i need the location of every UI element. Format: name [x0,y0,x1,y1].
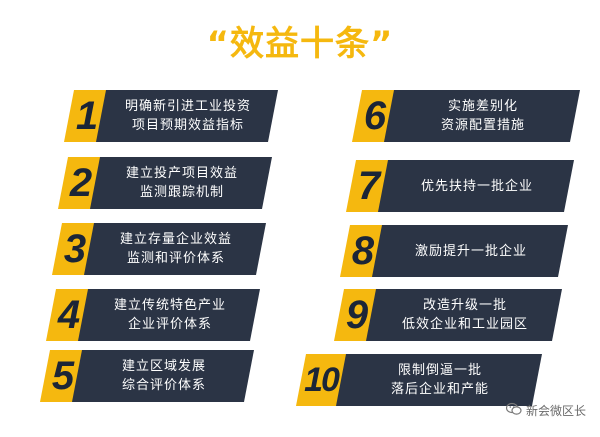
item-number: 5 [51,354,75,398]
watermark-text: 新会微区长 [525,404,586,418]
item-number: 2 [69,161,93,205]
item-shape [340,225,568,277]
item-shape [334,289,562,341]
item-label: 优先扶持一批企业 [420,178,533,194]
item-label: 激励提升一批企业 [414,243,527,259]
item-label: 建立存量企业效益 监测和评价体系 [119,232,232,266]
item-label: 实施差别化 资源配置措施 [440,99,525,133]
list-item: 5 建立区域发展 综合评价体系 [4,350,254,402]
wechat-icon [505,402,522,419]
item-shape [64,90,278,142]
list-item: 10 限制倒逼一批 落后企业和产能 [292,354,542,406]
list-item: 6 实施差别化 资源配置措施 [330,90,580,142]
item-number: 1 [75,94,99,138]
item-label: 建立传统特色产业 企业评价体系 [113,298,226,332]
item-shape [296,354,542,406]
item-number: 9 [345,293,369,337]
page-title: “效益十条” [206,24,394,64]
item-number: 4 [57,293,81,337]
item-number: 10 [304,361,340,399]
item-label: 限制倒逼一批 落后企业和产能 [390,363,489,397]
item-shape [52,223,266,275]
item-shape [346,160,574,212]
item-shape [352,90,580,142]
item-label: 建立投产项目效益 监测跟踪机制 [125,166,238,200]
item-number: 6 [363,94,387,138]
list-item: 7 优先扶持一批企业 [324,160,574,212]
item-shape [58,157,272,209]
item-shape [46,289,260,341]
item-label: 改造升级一批 低效企业和工业园区 [401,298,528,332]
list-item: 4 建立传统特色产业 企业评价体系 [10,289,260,341]
item-label: 建立区域发展 综合评价体系 [121,359,206,393]
watermark: 新会微区长 [505,402,586,419]
list-item: 3 建立存量企业效益 监测和评价体系 [16,223,266,275]
item-number: 8 [351,229,375,273]
item-shape [40,350,254,402]
list-item: 8 激励提升一批企业 [318,225,568,277]
list-item: 9 改造升级一批 低效企业和工业园区 [312,289,562,341]
list-item: 2 建立投产项目效益 监测跟踪机制 [22,157,272,209]
item-label: 明确新引进工业投资 项目预期效益指标 [124,99,251,133]
item-number: 3 [63,227,87,271]
item-number: 7 [357,164,381,208]
list-item: 1 明确新引进工业投资 项目预期效益指标 [28,90,278,142]
